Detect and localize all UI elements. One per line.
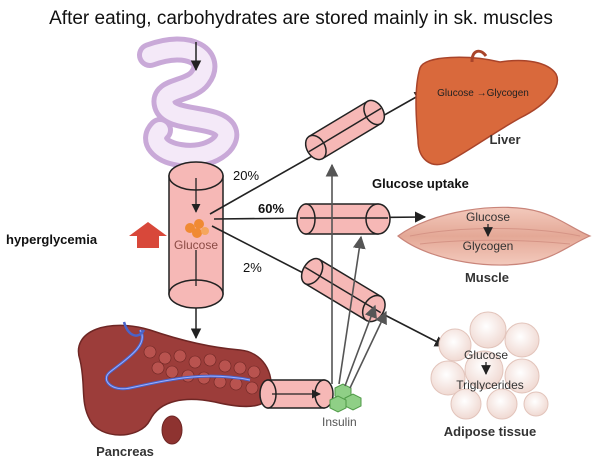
pancreas-vessel [259,379,334,409]
insulin-arrow-adipose-2 [349,310,387,389]
insulin-arrow-adipose-1 [344,304,377,387]
muscle-illustration: Glucose Glycogen Muscle [397,206,592,285]
adipose-percentage: 2% [243,260,262,275]
insulin-label: Insulin [322,415,357,429]
liver-label: Liver [489,132,520,147]
pancreas-illustration: Pancreas [77,321,272,459]
blood-vessel: Glucose [168,161,224,309]
liver-vessel [304,99,386,161]
pancreas-label: Pancreas [96,444,154,459]
up-arrow-icon [129,222,167,248]
adipose-triglycerides-label: Triglycerides [456,378,524,392]
adipose-vessel [300,257,386,323]
page-title: After eating, carbohydrates are stored m… [49,8,553,29]
hyperglycemia-label: hyperglycemia [6,232,98,247]
liver-illustration: Glucose →Glycogen Liver [415,49,559,166]
glucose-molecules [185,219,209,238]
muscle-vessel [296,203,391,235]
insulin-arrow-muscle [338,235,366,385]
insulin-molecules [329,383,362,413]
liver-reaction-label: Glucose →Glycogen [437,88,529,99]
muscle-glucose-label: Glucose [466,210,510,224]
muscle-glycogen-label: Glycogen [463,239,514,253]
muscle-label: Muscle [465,270,509,285]
muscle-percentage: 60% [258,201,284,216]
blood-glucose-label: Glucose [174,238,218,252]
adipose-label: Adipose tissue [444,424,536,439]
liver-percentage: 20% [233,168,259,183]
glucose-uptake-label: Glucose uptake [372,176,469,191]
adipose-glucose-label: Glucose [464,348,508,362]
adipose-illustration: Glucose Triglycerides Adipose tissue [430,311,549,439]
intestine-illustration [137,36,240,169]
